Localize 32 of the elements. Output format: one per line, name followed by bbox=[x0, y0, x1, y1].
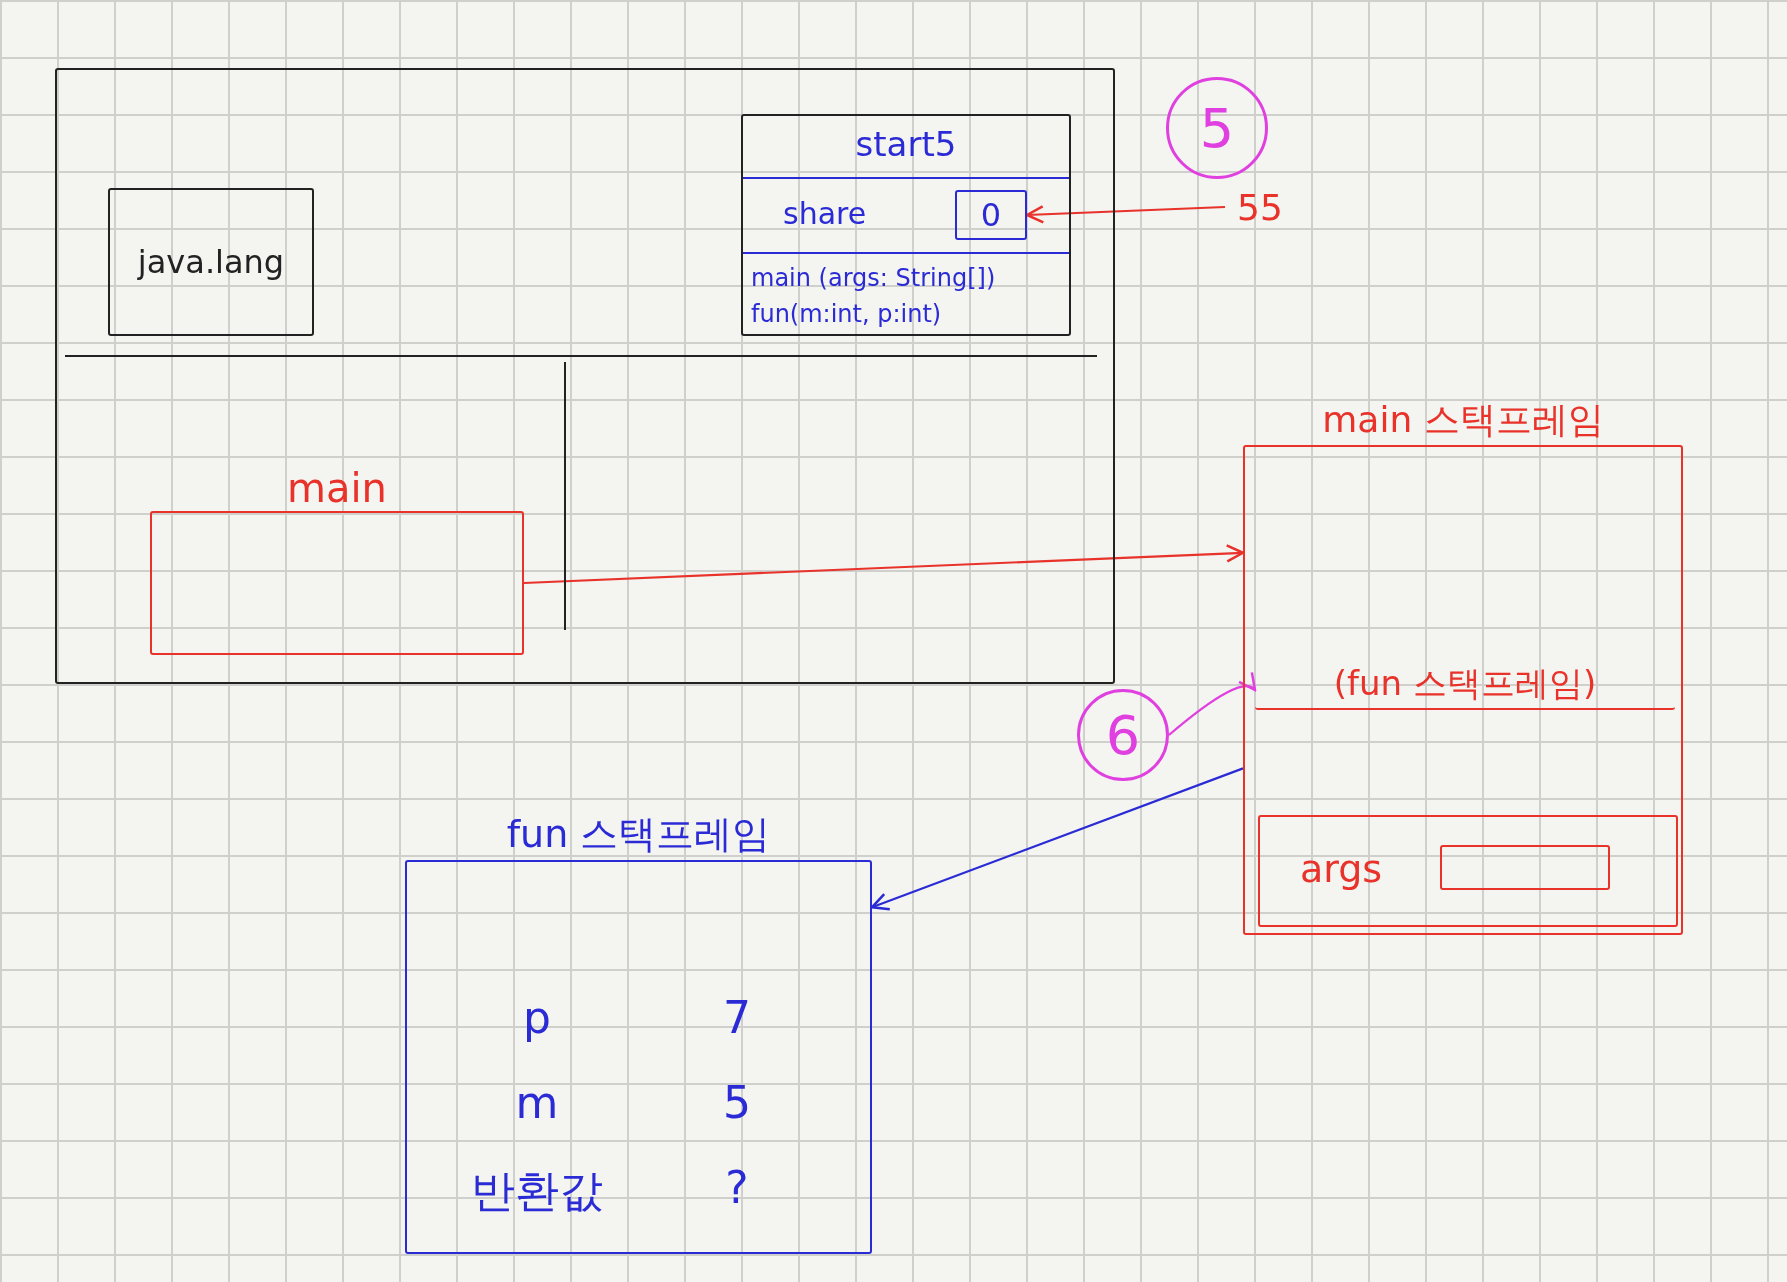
method-signature: fun(m:int, p:int) bbox=[751, 299, 943, 330]
parameter-slot bbox=[1258, 815, 1678, 927]
variable-value: ? bbox=[725, 1162, 749, 1215]
arrow bbox=[1025, 205, 1226, 224]
variable-name: m bbox=[515, 1077, 559, 1128]
step-circle bbox=[1077, 689, 1169, 781]
value-box bbox=[955, 190, 1027, 240]
arrow bbox=[1168, 672, 1257, 736]
step-number: 5 bbox=[1199, 96, 1235, 160]
package-name: java.lang bbox=[137, 243, 285, 281]
frame-title: (fun 스택프레임) bbox=[1333, 662, 1597, 705]
class-box bbox=[741, 114, 1071, 336]
parameter-name: args bbox=[1300, 847, 1383, 891]
step-number: 6 bbox=[1105, 703, 1141, 767]
memory-area-box bbox=[55, 68, 1115, 684]
frame-title: main 스택프레임 bbox=[1321, 398, 1605, 442]
class-name: start5 bbox=[854, 124, 958, 164]
method-signature: main (args: String[]) bbox=[751, 263, 996, 294]
value-text: 55 bbox=[1225, 185, 1295, 229]
variable-name: 반환값 bbox=[471, 1164, 603, 1218]
arrow bbox=[523, 544, 1245, 585]
field-name: share bbox=[783, 196, 867, 231]
value-box bbox=[1440, 845, 1610, 890]
frame-title: fun 스택프레임 bbox=[505, 811, 772, 858]
package-box bbox=[108, 188, 314, 336]
step-circle bbox=[1166, 77, 1268, 179]
variable-value: 7 bbox=[723, 992, 751, 1043]
variable-value: 5 bbox=[723, 1077, 751, 1128]
arrow bbox=[870, 767, 1244, 911]
variable-name: p bbox=[523, 992, 551, 1043]
crossed-value: 0 bbox=[980, 196, 1002, 234]
method-name: main bbox=[286, 465, 388, 511]
